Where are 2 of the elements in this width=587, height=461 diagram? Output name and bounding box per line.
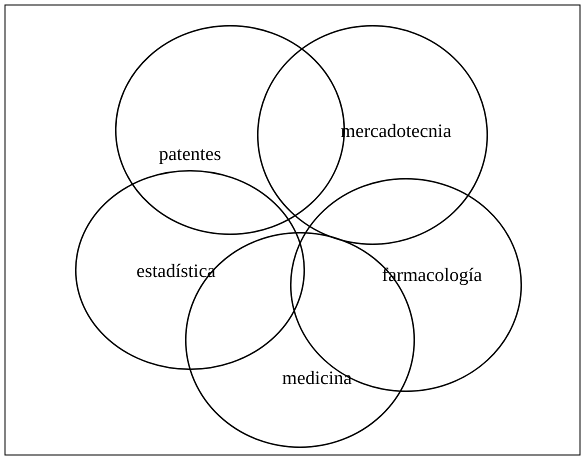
set-label: medicina	[282, 368, 352, 390]
set-label: patentes	[158, 144, 222, 166]
